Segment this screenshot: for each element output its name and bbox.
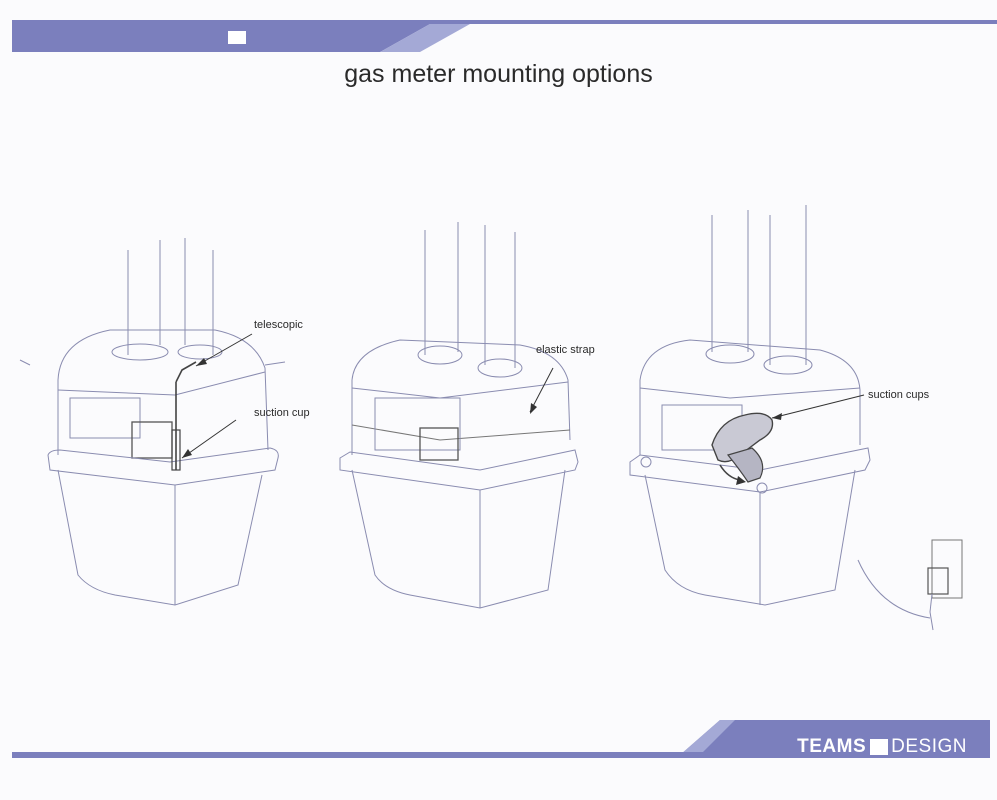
page-title: gas meter mounting options (344, 60, 653, 88)
gas-meter-elastic-strap-sketch (339, 222, 579, 609)
callout-suction-cup: suction cup (254, 407, 310, 419)
gas-meter-telescopic-sketch (19, 238, 286, 606)
header-square-icon (228, 31, 246, 44)
footer-band (12, 720, 990, 758)
gas-meter-suction-cups-sketch (629, 205, 963, 631)
brand-secondary: DESIGN (891, 736, 967, 757)
callout-telescopic: telescopic (254, 319, 303, 331)
callout-elastic-strap: elastic strap (536, 344, 595, 356)
brand-logo: TEAMS DESIGN (797, 736, 967, 758)
brand-primary: TEAMS (797, 736, 867, 757)
header-band (12, 20, 997, 52)
callout-suction-cups: suction cups (868, 389, 930, 401)
brand-square-icon (870, 739, 889, 755)
